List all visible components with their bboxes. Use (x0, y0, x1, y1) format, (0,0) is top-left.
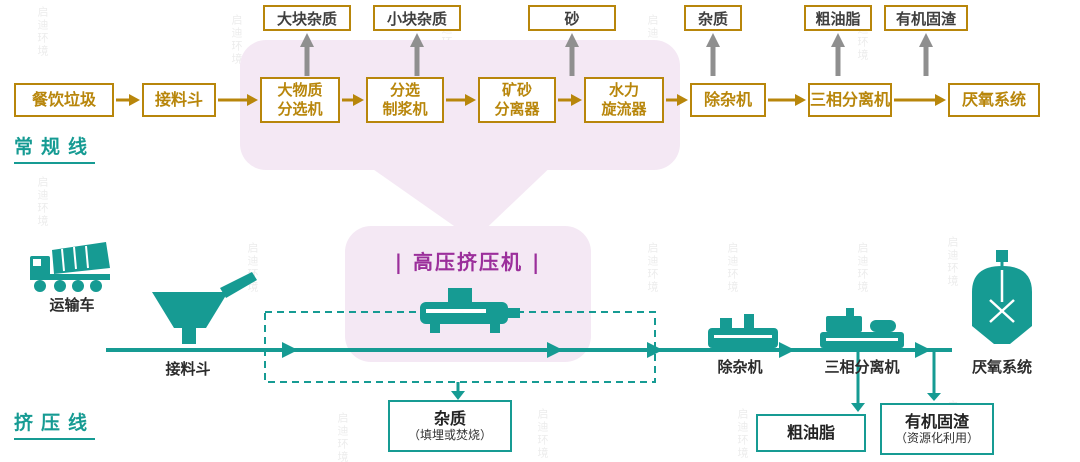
press-output-crude-grease: 粗油脂 (756, 414, 866, 452)
station-label-three-phase-separator: 三相分离机 (824, 358, 900, 376)
extruder-icon (420, 288, 520, 333)
flow-box-label: 接料斗 (154, 90, 203, 109)
truck-icon (30, 242, 110, 292)
press-output-organic-residue: 有机固渣 （资源化利用） (880, 403, 994, 455)
output-box-sand: 砂 (528, 5, 616, 31)
station-label-hopper: 接料斗 (165, 360, 211, 378)
press-output-subtitle: （资源化利用） (894, 430, 979, 445)
flow-box-anaerobic-system: 厌氧系统 (948, 83, 1040, 117)
flow-box-label: 餐饮垃圾 (31, 90, 96, 109)
output-box-crude-grease: 粗油脂 (804, 5, 872, 31)
press-line-label: 挤压线 (14, 408, 96, 440)
flow-box-label: 大物质 (277, 81, 323, 100)
press-output-title: 粗油脂 (786, 423, 835, 443)
press-output-subtitle: （填埋或焚烧） (407, 427, 492, 442)
station-label-anaerobic-system: 厌氧系统 (971, 358, 1032, 376)
flow-box-hopper: 接料斗 (142, 83, 216, 117)
flow-box-sorting-pulper: 分选制浆机 (366, 77, 444, 123)
station-label-truck: 运输车 (49, 296, 95, 314)
hopper-icon (152, 272, 257, 344)
flow-box-label: 分选 (389, 81, 420, 100)
station-label-impurity-remover: 除杂机 (717, 358, 763, 376)
flow-box-impurity-remover: 除杂机 (690, 83, 766, 117)
output-box-large-impurities: 大块杂质 (263, 5, 351, 31)
flow-box-hydrocyclone: 水力旋流器 (584, 77, 664, 123)
press-flow-line (106, 342, 952, 358)
flow-box-large-material-sorter: 大物质分选机 (260, 77, 340, 123)
press-output-arrows (851, 352, 941, 412)
flow-box-label: 厌氧系统 (961, 90, 1026, 109)
flow-box-three-phase-separator: 三相分离机 (808, 83, 892, 117)
flow-box-label: 水力 (608, 81, 639, 100)
impurity-remover-icon (708, 314, 778, 348)
output-box-organic-residue: 有机固渣 (884, 5, 968, 31)
press-output-title: 杂质 (433, 408, 466, 428)
press-output-impurities: 杂质 （填埋或焚烧） (388, 400, 512, 452)
flow-box-label: 矿砂 (501, 81, 532, 100)
flow-box-food-waste: 餐饮垃圾 (14, 83, 114, 117)
press-output-title: 有机固渣 (904, 411, 969, 431)
output-up-arrows (300, 33, 933, 76)
flow-box-label-2: 分选机 (277, 100, 323, 118)
flow-box-sand-separator: 矿砂分离器 (478, 77, 556, 123)
conventional-line-label: 常规线 (14, 132, 96, 164)
anaerobic-tank-icon (972, 250, 1032, 344)
flow-box-label: 三相分离机 (810, 90, 891, 109)
flow-box-label: 除杂机 (703, 90, 752, 109)
high-pressure-press-label: | 高压挤压机 | (394, 250, 542, 274)
flow-box-label-2: 制浆机 (382, 100, 428, 118)
flow-box-label-2: 分离器 (494, 100, 540, 118)
three-phase-separator-icon (820, 308, 904, 348)
output-box-impurities: 杂质 (684, 5, 742, 31)
flow-box-label-2: 旋流器 (601, 100, 647, 118)
output-box-small-impurities: 小块杂质 (373, 5, 461, 31)
conventional-flow-arrows (116, 94, 946, 106)
